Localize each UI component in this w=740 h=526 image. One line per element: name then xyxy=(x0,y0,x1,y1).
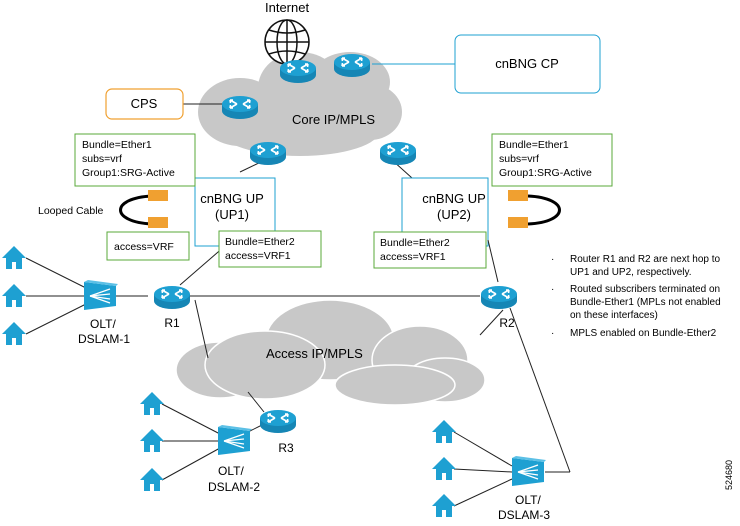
up1-config-line: Bundle=Ether1 xyxy=(82,139,152,151)
home-icon xyxy=(432,420,456,443)
up1-ports xyxy=(148,190,168,228)
olt-icon xyxy=(83,279,119,311)
up2-bundle2-line: access=VRF1 xyxy=(380,251,446,263)
up1-config-line: Group1:SRG-Active xyxy=(82,167,175,179)
up1-access-text: access=VRF xyxy=(114,241,174,253)
note-line: Bundle-Ether1 (MPLs not enabled xyxy=(570,297,721,308)
olt1-label: OLT/ xyxy=(90,317,116,331)
up1-config-line: subs=vrf xyxy=(82,153,122,165)
looped-cable-label: Looped Cable xyxy=(38,205,104,217)
up2-config-line: Group1:SRG-Active xyxy=(499,167,592,179)
olt-icon xyxy=(217,424,253,456)
home-icon xyxy=(140,392,164,415)
note-line: Routed subscribers terminated on xyxy=(570,284,720,295)
home-icon xyxy=(140,429,164,452)
note-line: Router R1 and R2 are next hop to xyxy=(570,254,721,265)
router-icon xyxy=(259,409,297,434)
up1-bundle2-box xyxy=(218,230,322,268)
looped-cable-left xyxy=(119,194,153,226)
router-icon xyxy=(249,141,287,166)
notes-list: · Router R1 and R2 are next hop to UP1 a… xyxy=(551,254,721,339)
internet-label: Internet xyxy=(265,0,309,15)
home-icon xyxy=(432,494,456,517)
r2-label: R2 xyxy=(499,316,515,330)
up1-config-box xyxy=(74,133,196,187)
olt-icon xyxy=(511,455,547,487)
cnbng-cp-box xyxy=(454,34,601,94)
cps-box xyxy=(105,88,184,120)
home-icon xyxy=(432,457,456,480)
up2-bundle2-box xyxy=(373,231,487,269)
olt1-label: DSLAM-1 xyxy=(78,332,130,346)
home-icon xyxy=(2,322,26,345)
up2-config-box xyxy=(491,133,613,187)
home-icon xyxy=(140,468,164,491)
router-icon xyxy=(379,141,417,166)
svg-text:·: · xyxy=(551,328,554,339)
looped-cable-right xyxy=(527,194,561,226)
note-line: MPLS enabled on Bundle-Ether2 xyxy=(570,328,717,339)
router-icon xyxy=(153,285,191,310)
olt2-label: OLT/ xyxy=(218,464,244,478)
home-icon xyxy=(2,246,26,269)
up2-subtitle: (UP2) xyxy=(437,207,471,222)
up2-ports xyxy=(508,190,528,228)
svg-text:·: · xyxy=(551,284,554,295)
access-cloud-label: Access IP/MPLS xyxy=(266,346,363,361)
router-icon xyxy=(279,59,317,84)
core-cloud-label: Core IP/MPLS xyxy=(292,112,375,127)
up2-config-line: subs=vrf xyxy=(499,153,539,165)
cps-label: CPS xyxy=(131,96,158,111)
router-icon xyxy=(480,285,518,310)
globe-icon xyxy=(264,19,310,65)
up1-bundle2-line: Bundle=Ether2 xyxy=(225,236,295,248)
up2-bundle2-line: Bundle=Ether2 xyxy=(380,237,450,249)
router-icon xyxy=(221,95,259,120)
cnbng-cp-label: cnBNG CP xyxy=(495,56,559,71)
note-line: on these interfaces) xyxy=(570,310,658,321)
r3-label: R3 xyxy=(278,441,294,455)
up1-access-box xyxy=(106,231,190,261)
up2-title: cnBNG UP xyxy=(422,191,486,206)
figure-id: 524680 xyxy=(724,460,734,490)
r1-label: R1 xyxy=(164,316,180,330)
home-icon xyxy=(2,284,26,307)
access-cloud xyxy=(175,299,486,406)
svg-text:·: · xyxy=(551,254,554,265)
up1-title: cnBNG UP xyxy=(200,191,264,206)
olt3-label: OLT/ xyxy=(515,493,541,507)
up1-subtitle: (UP1) xyxy=(215,207,249,222)
up1-bundle2-line: access=VRF1 xyxy=(225,250,291,262)
olt2-label: DSLAM-2 xyxy=(208,480,260,494)
up2-config-line: Bundle=Ether1 xyxy=(499,139,569,151)
note-line: UP1 and UP2, respectively. xyxy=(570,267,692,278)
router-icon xyxy=(333,53,371,78)
olt3-label: DSLAM-3 xyxy=(498,508,550,522)
